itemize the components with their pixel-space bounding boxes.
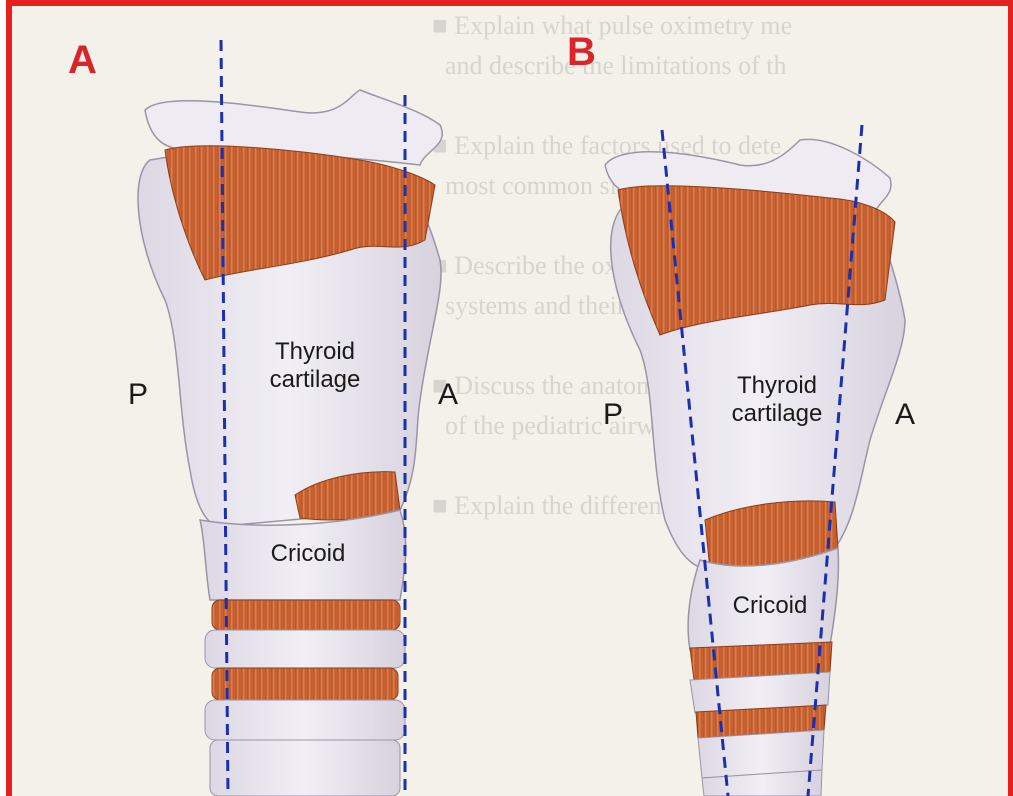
panel-a-cricoid-label: Cricoid (248, 540, 368, 568)
panel-b-illustration (605, 125, 905, 796)
panel-b-thyroid-label: Thyroid cartilage (702, 372, 852, 427)
panel-b-thyroid-line1: Thyroid (702, 372, 852, 400)
panel-b-letter: B (567, 30, 596, 75)
panel-b-anterior-label: A (895, 398, 915, 433)
panel-a-thyroid-line2: cartilage (240, 366, 390, 394)
panel-b-thyroid-line2: cartilage (702, 400, 852, 428)
panel-a-illustration (138, 40, 442, 796)
panel-a-trachea (205, 600, 405, 796)
panel-b-posterior-label: P (603, 398, 623, 433)
panel-a-thyroid-line1: Thyroid (240, 338, 390, 366)
panel-a-letter: A (68, 38, 97, 83)
panel-a-posterior-label: P (128, 378, 148, 413)
panel-a-anterior-label: A (438, 378, 458, 413)
panel-b-cricoid-label: Cricoid (710, 592, 830, 620)
panel-a-thyroid-label: Thyroid cartilage (240, 338, 390, 393)
